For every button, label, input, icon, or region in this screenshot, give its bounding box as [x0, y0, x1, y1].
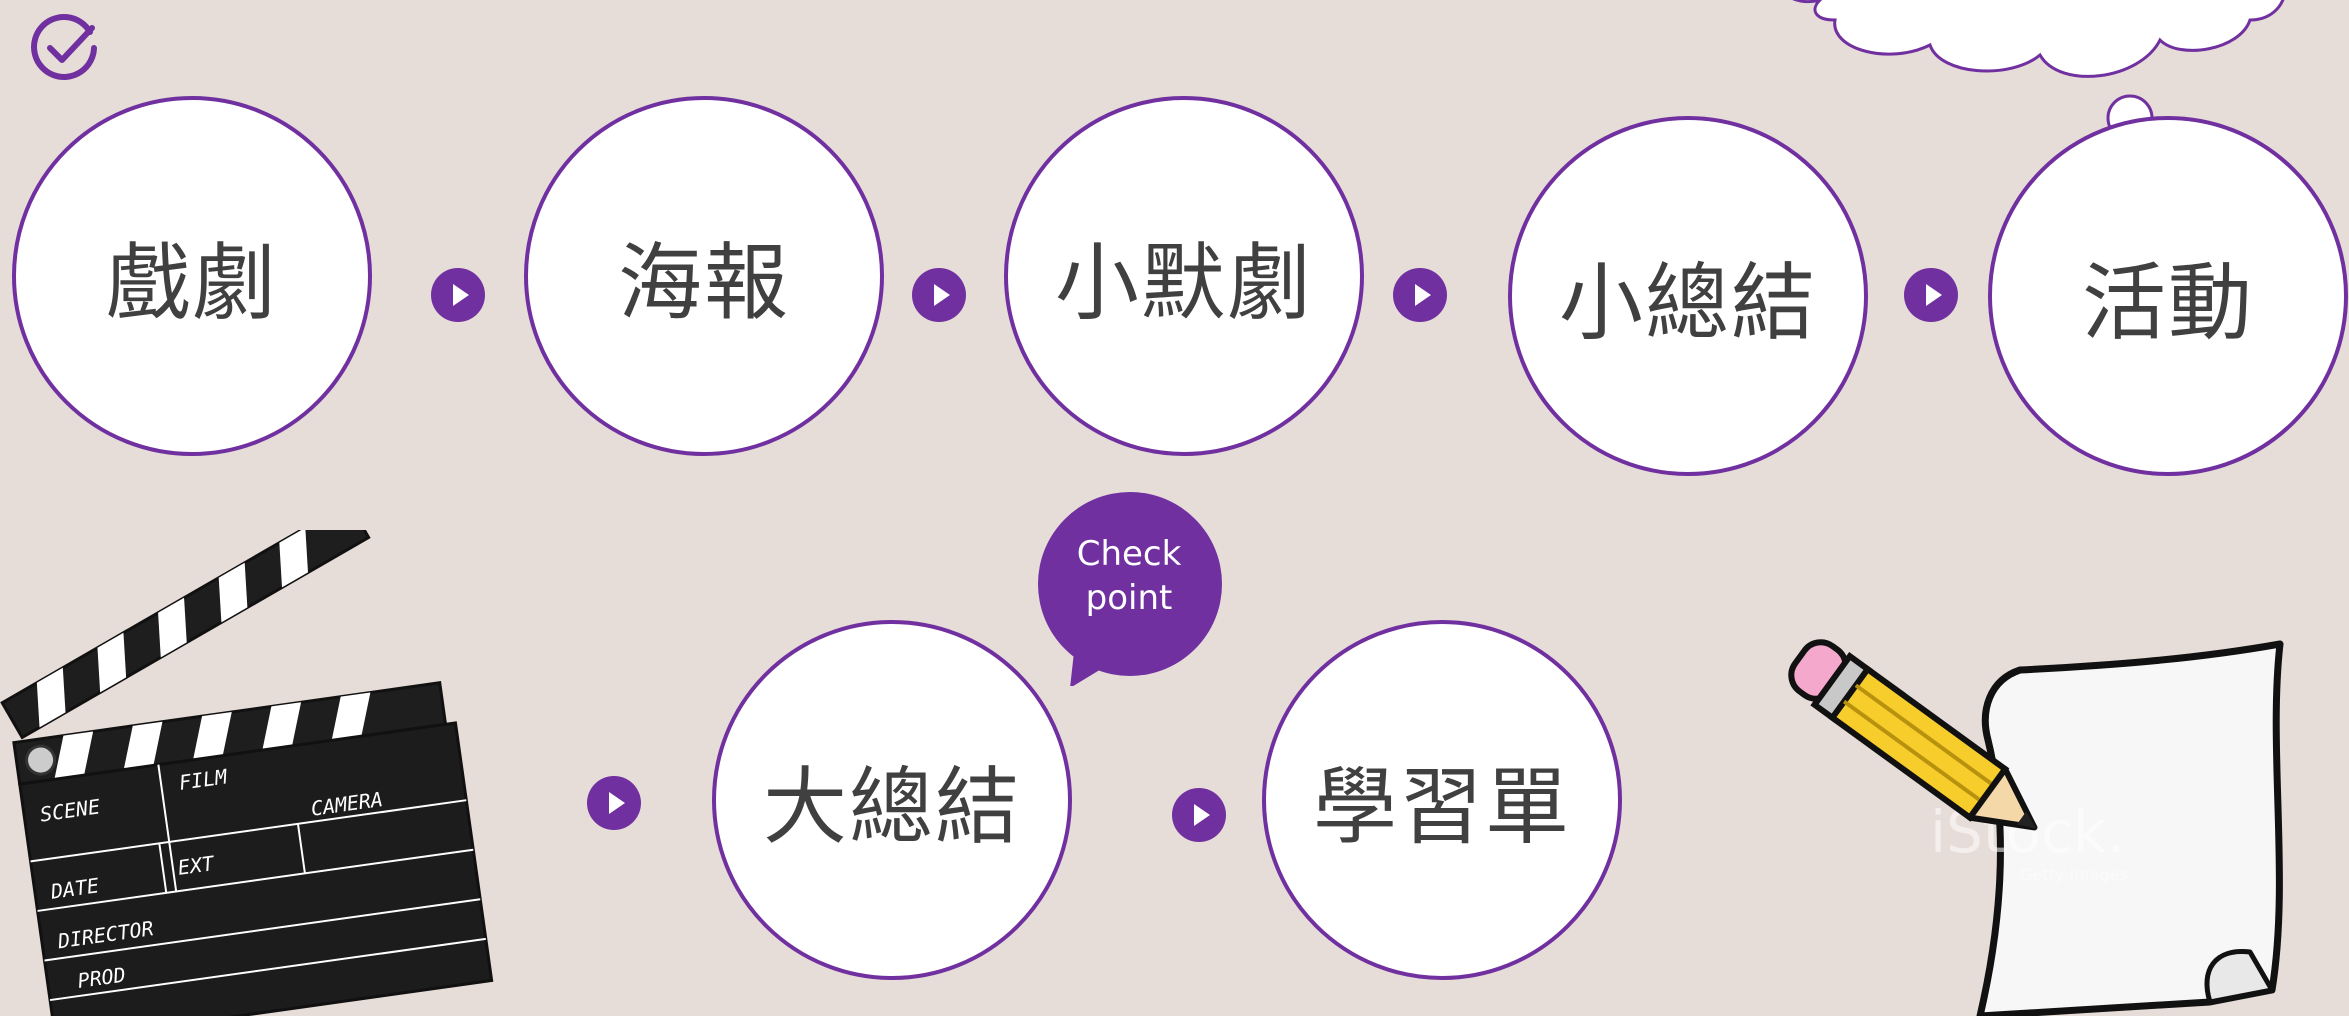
play-arrow-icon	[912, 268, 966, 322]
clapper-ext-label: EXT	[176, 851, 217, 880]
play-arrow-icon	[431, 268, 485, 322]
check-circle-icon	[31, 14, 97, 80]
pencil-icon	[1788, 639, 2038, 831]
watermark-sub: Getty Images	[2020, 865, 2128, 884]
clapperboard-icon: SCENE FILM CAMERA DATE EXT DIRECTOR PROD	[0, 530, 494, 1016]
play-arrow-icon	[1172, 788, 1226, 842]
flow-node-activity: 活動	[1988, 116, 2348, 476]
checkpoint-line1: Check	[1076, 534, 1182, 574]
play-arrow-icon	[1904, 268, 1958, 322]
paper-icon	[1976, 640, 2284, 1016]
flow-node-mime: 小默劇	[1004, 96, 1364, 456]
play-arrow-icon	[1393, 268, 1447, 322]
checkpoint-bubble	[1038, 492, 1222, 686]
flow-node-final-summary: 大總結	[712, 620, 1072, 980]
checkpoint-line2: point	[1085, 578, 1173, 618]
flow-node-poster: 海報	[524, 96, 884, 456]
play-arrow-icon	[587, 776, 641, 830]
pencil-paper-icon: iStock. Getty Images	[1788, 639, 2284, 1016]
flow-node-worksheet: 學習單	[1262, 620, 1622, 980]
flow-node-drama: 戲劇	[12, 96, 372, 456]
checkpoint-label: Check point	[1034, 532, 1224, 620]
flow-node-mini-summary: 小總結	[1508, 116, 1868, 476]
